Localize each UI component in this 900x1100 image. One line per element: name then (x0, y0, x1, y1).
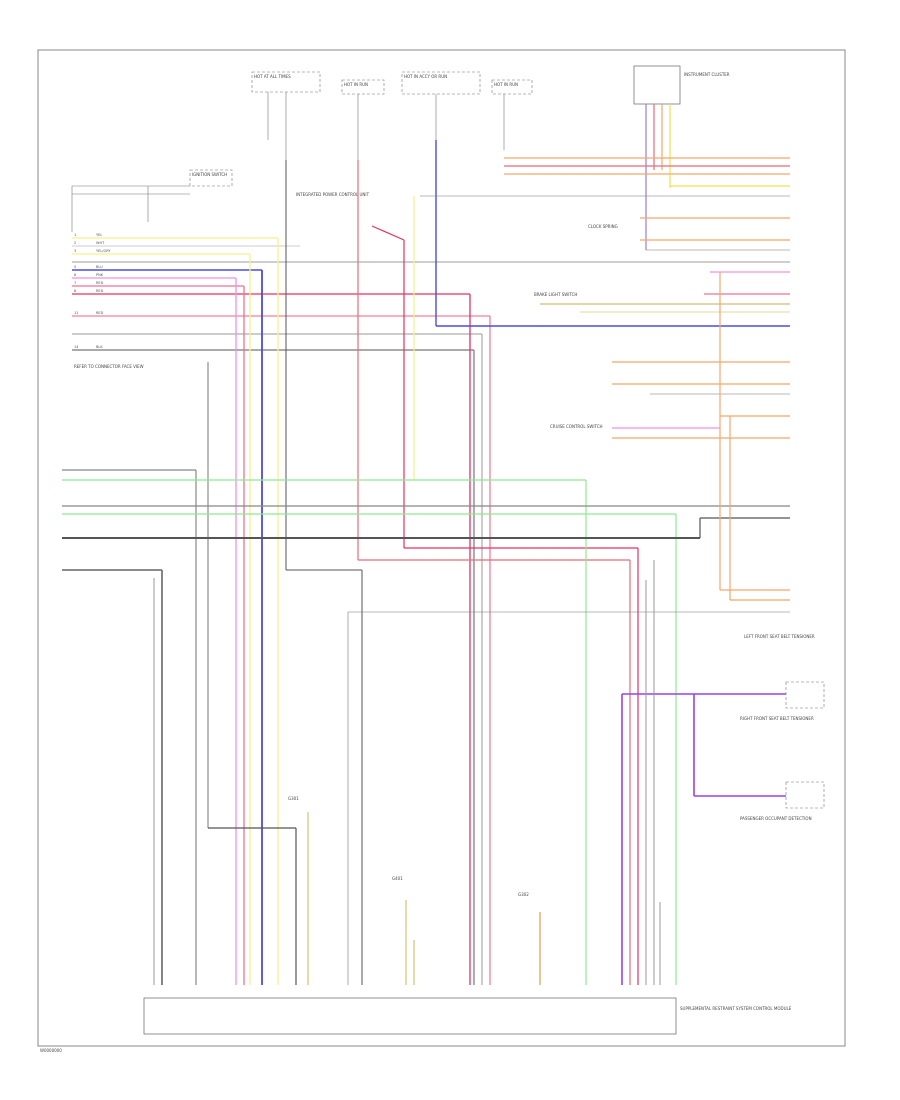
clock-spring-label: CLOCK SPRING (588, 224, 618, 229)
control-module: SUPPLEMENTAL RESTRAINT SYSTEM CONTROL MO… (143, 997, 792, 1035)
svg-text:RED: RED (96, 281, 104, 285)
fuse-box-4-label: HOT IN RUN (494, 82, 518, 87)
svg-text:1: 1 (74, 233, 76, 237)
ground-3-label: G302 (518, 892, 529, 897)
svg-text:3: 3 (74, 249, 76, 253)
connector-note: REFER TO CONNECTOR FACE VIEW (74, 364, 144, 369)
passenger-sensor-label: PASSENGER OCCUPANT DETECTION (740, 816, 812, 821)
svg-text:RED: RED (96, 311, 104, 315)
instrument-cluster-label: INSTRUMENT CLUSTER (684, 72, 730, 77)
ignition-switch-label: IGNITION SWITCH (192, 172, 227, 177)
fuse-block-4: HOT IN RUN (491, 79, 533, 150)
svg-text:BLU: BLU (96, 265, 103, 269)
svg-text:BLK: BLK (96, 345, 103, 349)
left-sensor-label: LEFT FRONT SEAT BELT TENSIONER (744, 634, 815, 639)
middle-harness (62, 469, 790, 985)
svg-text:8: 8 (74, 289, 76, 293)
svg-text:PNK: PNK (96, 273, 104, 277)
vertical-wires (62, 140, 790, 985)
fuse-block-3: HOT IN ACCY OR RUN (401, 71, 481, 140)
svg-text:14: 14 (74, 345, 79, 349)
svg-text:YEL/GRY: YEL/GRY (96, 249, 111, 253)
diagram-frame (37, 49, 846, 1047)
fuse-box-3-label: HOT IN ACCY OR RUN (404, 74, 447, 79)
ignition-switch-block: IGNITION SWITCH (71, 169, 233, 232)
relay-label: INTEGRATED POWER CONTROL UNIT (296, 192, 370, 197)
fuse-box-2-label: HOT IN RUN (344, 82, 368, 87)
svg-text:6: 6 (74, 273, 76, 277)
svg-text:WHT: WHT (96, 241, 105, 245)
fuse-box-1-label: HOT AT ALL TIMES (254, 74, 291, 79)
ground-1-label: G301 (288, 796, 299, 801)
fuse-block-1: HOT AT ALL TIMES (251, 71, 321, 160)
occupant-sensor-blocks: LEFT FRONT SEAT BELT TENSIONER RIGHT FRO… (621, 634, 825, 985)
ground-symbols: G301 G401 G302 (288, 560, 661, 985)
svg-text:11: 11 (74, 311, 78, 315)
svg-text:7: 7 (74, 281, 76, 285)
svg-text:2: 2 (74, 241, 76, 245)
cruise-switch-label: CRUISE CONTROL SWITCH (550, 424, 603, 429)
brake-switch-label: BRAKE LIGHT SWITCH (534, 292, 577, 297)
fuse-block-2: HOT IN RUN (341, 79, 385, 160)
upper-harness (72, 237, 790, 351)
module-label: SUPPLEMENTAL RESTRAINT SYSTEM CONTROL MO… (680, 1006, 792, 1011)
figure-id: W0000000 (40, 1048, 62, 1053)
svg-text:5: 5 (74, 265, 76, 269)
svg-text:YEL: YEL (96, 233, 102, 237)
instrument-cluster-block: INSTRUMENT CLUSTER (633, 65, 730, 250)
svg-text:RED: RED (96, 289, 104, 293)
right-harness (347, 157, 790, 985)
right-sensor-label: RIGHT FRONT SEAT BELT TENSIONER (740, 716, 814, 721)
ground-2-label: G401 (392, 876, 403, 881)
